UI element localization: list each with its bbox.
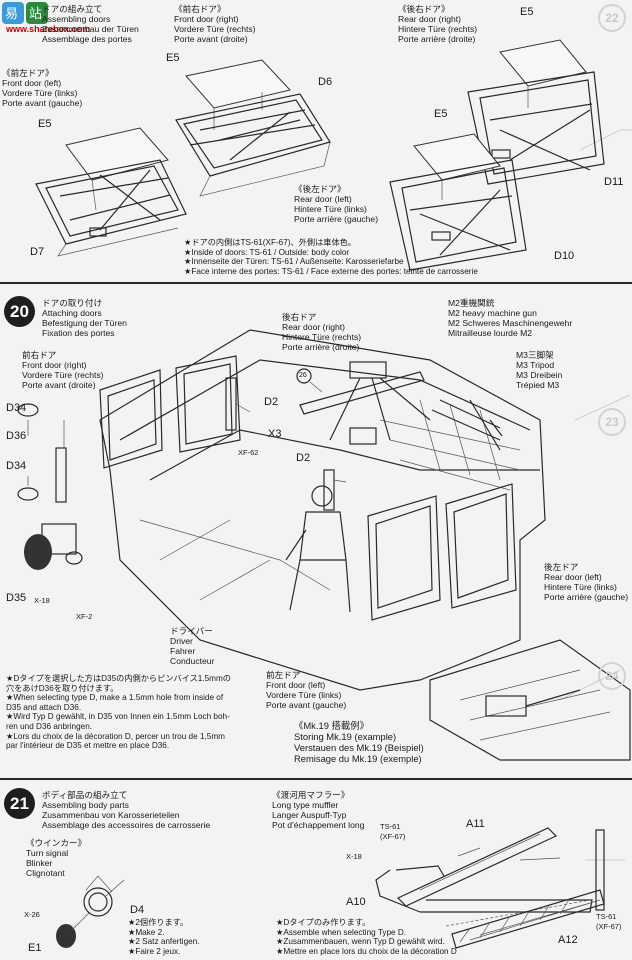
part-d2: D2 — [264, 396, 279, 408]
page-step-badge: 23 — [598, 408, 626, 436]
part-d34: D34 — [6, 460, 27, 472]
step20-rear-left-label: 後左ドア Rear door (left) Hintere Türe (link… — [544, 562, 629, 602]
page-step-badge: 22 — [598, 4, 626, 32]
paint-ts61: TS-61 (XF-67) — [380, 822, 406, 841]
step-number-21: 21 — [4, 788, 35, 819]
step19-rear-right-label: 《後右ドア》 Rear door (right) Hintere Türe (r… — [398, 4, 478, 44]
part-d2: D2 — [296, 452, 311, 464]
part-e5: E5 — [166, 52, 180, 64]
part-d11: D11 — [604, 176, 624, 188]
part-a11: A11 — [466, 818, 485, 830]
step21-type-d-note: ★Dタイプのみ作ります。 ★Assemble when selecting Ty… — [276, 918, 457, 956]
paint-x3: X3 — [268, 428, 282, 440]
step-number-20: 20 — [4, 296, 35, 327]
step20-type-d-note: ★Dタイプを選択した方はD35の内側からピンバイス1.5mmの 穴をあけD36を… — [6, 674, 231, 751]
step20-front-left-label: 前左ドア Front door (left) Vordere Türe (lin… — [266, 670, 347, 710]
step19-front-left-label: 《前左ドア》 Front door (left) Vordere Türe (l… — [2, 68, 83, 108]
part-d36: D36 — [6, 430, 27, 442]
paint-ts61: TS-61 (XF-67) — [596, 912, 622, 931]
front-left-door-drawing — [35, 127, 187, 257]
step20-mg-label: M2重機関銃 M2 heavy machine gun M2 Schweres … — [448, 298, 573, 338]
part-e1: E1 — [28, 942, 42, 954]
part-d4: D4 — [130, 904, 145, 916]
part-e5: E5 — [520, 6, 534, 18]
step21-make2-note: ★2個作ります。 ★Make 2. ★2 Satz anfertigen. ★F… — [128, 918, 200, 956]
brand-logo-icon: 易 站 — [2, 2, 48, 24]
muffler-drawing — [375, 827, 605, 949]
svg-text:站: 站 — [29, 7, 42, 22]
part-d6: D6 — [318, 76, 333, 88]
step19-paint-note: ★ドアの内側はTS-61(XF-67)、外側は車体色。 ★Inside of d… — [184, 238, 478, 276]
step19-title: ドアの組み立て Assembling doors Zusammenbau der… — [42, 4, 139, 44]
step20-mk19-label: 《Mk.19 搭載例》 Storing Mk.19 (example) Vers… — [294, 720, 424, 764]
part-e5: E5 — [38, 118, 52, 130]
page-step-badge: 24 — [598, 662, 626, 690]
vehicle-body-drawing — [17, 329, 546, 691]
rear-right-door-drawing — [467, 39, 605, 185]
front-right-door-drawing — [175, 59, 331, 197]
step20-rear-right-label: 後右ドア Rear door (right) Hintere Türe (rec… — [282, 312, 362, 352]
watermark-url: www.sharebox.com — [6, 24, 91, 34]
part-e5: E5 — [434, 108, 448, 120]
part-a12: A12 — [558, 934, 578, 946]
paint-x18: X-18 — [346, 852, 362, 861]
part-d10: D10 — [554, 250, 575, 262]
paint-x26: X-26 — [24, 910, 40, 919]
part-d35: D35 — [6, 592, 27, 604]
step21-title: ボディ部品の組み立て Assembling body parts Zusamme… — [42, 790, 211, 830]
step20-front-right-label: 前右ドア Front door (right) Vordere Türe (re… — [22, 350, 104, 390]
part-d34: D34 — [6, 402, 27, 414]
part-a10: A10 — [346, 896, 366, 908]
paint-x18: X-18 — [34, 596, 50, 605]
step20-tripod-label: M3三脚架 M3 Tripod M3 Dreibein Trépied M3 — [516, 350, 563, 390]
watermark-logo: 易 站 www.sharebox.com — [0, 0, 90, 44]
part-d7: D7 — [30, 246, 45, 258]
step-divider — [0, 282, 632, 284]
step19-front-right-label: 《前右ドア》 Front door (right) Vordere Türe (… — [174, 4, 256, 44]
step19-rear-left-label: 《後左ドア》 Rear door (left) Hintere Türe (li… — [294, 184, 379, 224]
step20-driver-label: ドライバー Driver Fahrer Conducteur — [170, 626, 215, 666]
step20-title: ドアの取り付け Attaching doors Befestigung der … — [42, 298, 127, 338]
rear-left-door-drawing — [389, 133, 527, 271]
step-divider — [0, 778, 632, 780]
step21-muffler-label: 《渡河用マフラー》 Long type muffler Langer Auspu… — [272, 790, 365, 830]
turn-signal-drawing — [56, 875, 125, 948]
svg-text:易: 易 — [5, 7, 18, 22]
paint-xf62: XF-62 — [238, 448, 259, 457]
step21-turn-signal-label: 《ウインカー》 Turn signal Blinker Clignotant — [26, 838, 87, 878]
paint-xf2: XF-2 — [76, 612, 93, 621]
part-c26: 26 — [299, 372, 307, 379]
mk19-inset-drawing — [429, 639, 631, 761]
